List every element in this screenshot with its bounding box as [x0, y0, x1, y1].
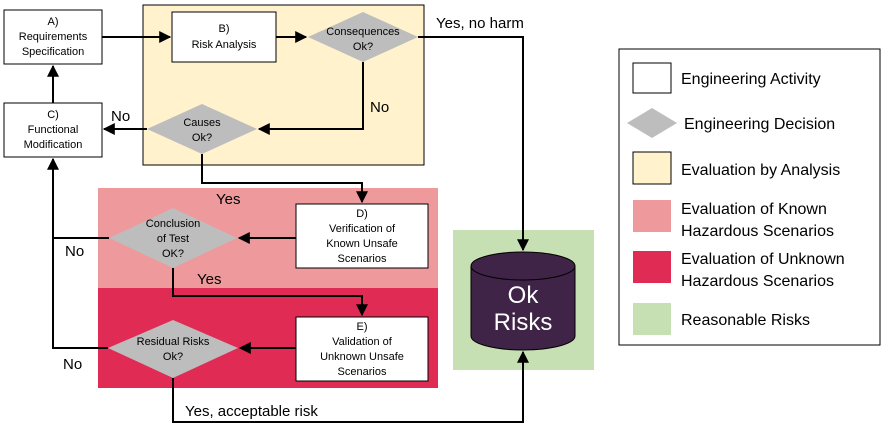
node-a-requirements-specification: A) Requirements Specification [3, 9, 103, 65]
legend-item-decision: Engineering Decision [627, 108, 835, 138]
edge-residual-to-ok-risks [172, 350, 529, 423]
legend-item-reasonable: Reasonable Risks [633, 303, 810, 335]
node-e-line-1: E) [357, 321, 368, 333]
label-no-causes: No [111, 108, 130, 125]
decision-residual-line-2: Ok? [163, 351, 183, 363]
label-yes-acceptable-risk: Yes, acceptable risk [185, 403, 318, 420]
node-b-line-1: B) [219, 23, 230, 35]
node-e-line-3: Unknown Unsafe [320, 351, 404, 363]
node-d-line-1: D) [356, 208, 368, 220]
node-c-line-3: Modification [24, 139, 83, 151]
node-d-verification: D) Verification of Known Unsafe Scenario… [295, 203, 429, 269]
label-no-consequences: No [370, 99, 389, 116]
legend-item-activity: Engineering Activity [632, 62, 821, 94]
legend-unknown-line-2: Hazardous Scenarios [681, 273, 834, 290]
node-c-line-2: Functional [28, 124, 79, 136]
node-e-line-2: Validation of [332, 336, 393, 348]
edge-conclusion-to-e [172, 268, 368, 317]
ok-risks-database: Ok Risks [470, 251, 576, 351]
node-d-line-2: Verification of [329, 223, 396, 235]
node-b-risk-analysis: B) Risk Analysis [171, 11, 277, 63]
label-yes-conclusion: Yes [197, 271, 221, 288]
decision-conclusion-line-3: OK? [162, 248, 184, 260]
legend-unknown-line-1: Evaluation of Unknown [681, 251, 845, 268]
legend-known-line-1: Evaluation of Known [681, 201, 827, 218]
decision-conclusion-line-2: of Test [157, 233, 189, 245]
decision-residual-risks: Residual Risks Ok? [108, 320, 238, 378]
node-c-functional-modification: C) Functional Modification [3, 102, 103, 158]
decision-causes-line-2: Ok? [192, 132, 212, 144]
legend-item-known: Evaluation of Known Hazardous Scenarios [633, 200, 834, 240]
decision-consequences: Consequences Ok? [308, 12, 418, 62]
decision-conclusion-of-test: Conclusion of Test OK? [109, 208, 237, 268]
node-a-line-1: A) [48, 16, 59, 28]
label-no-conclusion: No [65, 243, 84, 260]
legend-analysis-label: Evaluation by Analysis [681, 162, 840, 179]
decision-consequences-line-2: Ok? [353, 41, 373, 53]
label-yes-no-harm: Yes, no harm [436, 15, 524, 32]
edge-residual-to-c [52, 238, 108, 349]
node-e-validation: E) Validation of Unknown Unsafe Scenario… [295, 316, 429, 382]
decision-consequences-line-1: Consequences [326, 26, 400, 38]
legend-reasonable-label: Reasonable Risks [681, 312, 810, 329]
node-c-line-1: C) [47, 109, 59, 121]
decision-causes-line-1: Causes [183, 117, 221, 129]
edge-consequences-to-ok-risks [418, 36, 529, 252]
ok-risks-line-2: Risks [494, 309, 553, 336]
legend-known-line-2: Hazardous Scenarios [681, 223, 834, 240]
node-d-line-3: Known Unsafe [326, 238, 398, 250]
label-no-residual: No [63, 356, 82, 373]
edge-causes-to-d [201, 154, 368, 204]
node-e-line-4: Scenarios [338, 366, 387, 378]
legend-item-unknown: Evaluation of Unknown Hazardous Scenario… [633, 251, 845, 290]
legend-item-analysis: Evaluation by Analysis [632, 151, 840, 185]
decision-conclusion-line-1: Conclusion [146, 218, 200, 230]
ok-risks-line-1: Ok [508, 282, 540, 309]
legend: Engineering Activity Engineering Decisio… [618, 48, 881, 346]
label-yes-causes: Yes [216, 191, 240, 208]
node-a-line-3: Specification [22, 46, 84, 58]
decision-causes: Causes Ok? [147, 104, 257, 154]
node-b-line-2: Risk Analysis [192, 39, 257, 51]
edge-consequences-to-causes [257, 62, 364, 135]
node-a-line-2: Requirements [19, 31, 88, 43]
node-d-line-4: Scenarios [338, 253, 387, 265]
decision-residual-line-1: Residual Risks [137, 336, 210, 348]
legend-activity-label: Engineering Activity [681, 71, 821, 88]
legend-decision-label: Engineering Decision [684, 116, 835, 133]
